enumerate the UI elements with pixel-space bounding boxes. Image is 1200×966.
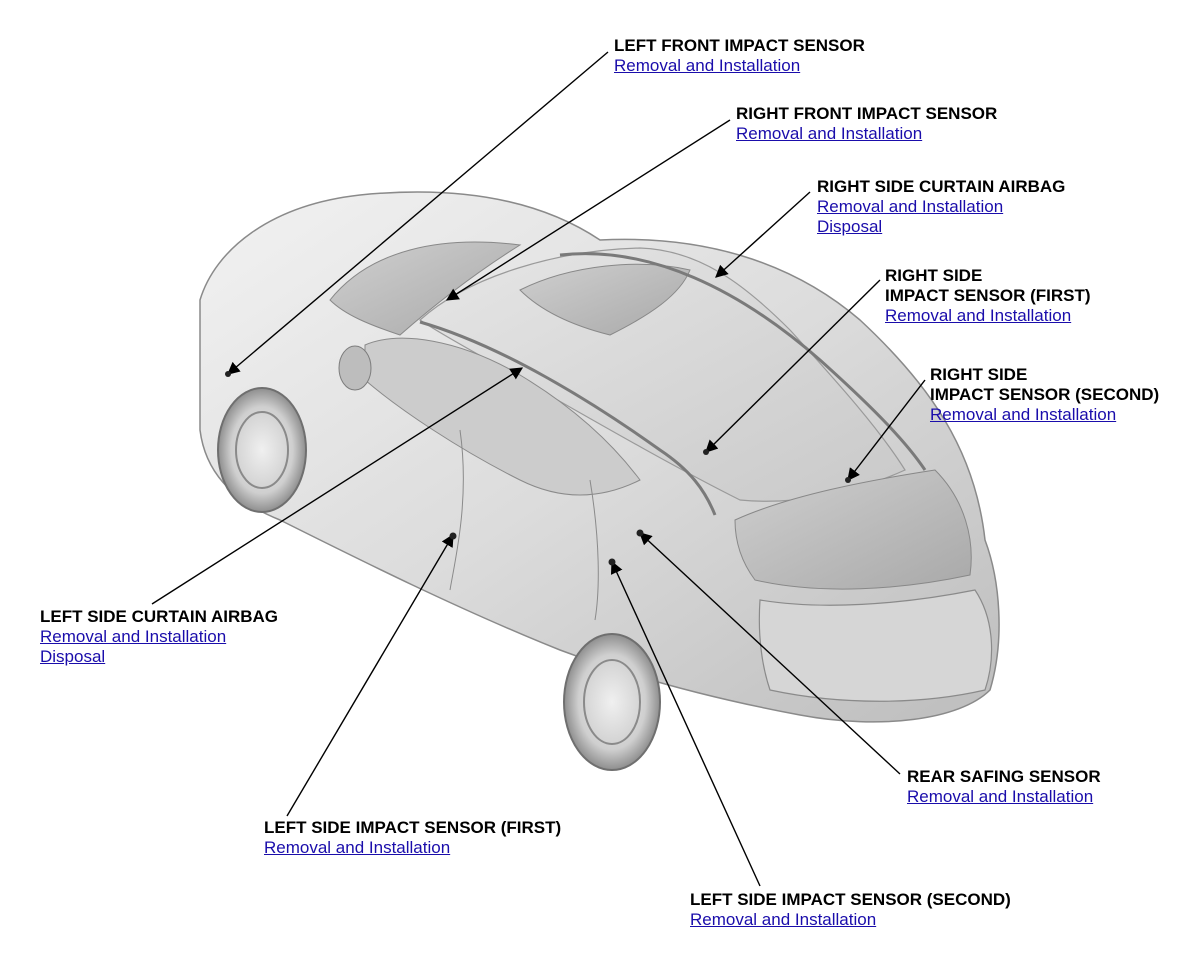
leader-left-side-second [610, 560, 761, 887]
car-body [199, 191, 1000, 723]
removal-installation-link[interactable]: Removal and Installation [885, 306, 1072, 325]
callout-right-side-impact-sensor-second: RIGHT SIDE IMPACT SENSOR (SECOND) Remova… [930, 365, 1159, 425]
leader-right-front [445, 119, 731, 301]
removal-installation-link[interactable]: Removal and Installation [264, 838, 451, 857]
leader-right-curtain [715, 191, 811, 278]
leader-rear-safing [639, 532, 901, 775]
removal-installation-link[interactable]: Removal and Installation [930, 405, 1117, 424]
callout-title: LEFT FRONT IMPACT SENSOR [614, 36, 865, 55]
callout-right-front-impact-sensor: RIGHT FRONT IMPACT SENSOR Removal and In… [736, 104, 997, 144]
disposal-link[interactable]: Disposal [40, 647, 106, 666]
removal-installation-link[interactable]: Removal and Installation [690, 910, 877, 929]
callout-title-line-1: RIGHT SIDE [930, 365, 1028, 384]
disposal-link[interactable]: Disposal [817, 217, 883, 236]
leader-right-side-second [847, 379, 926, 481]
callout-title-line-2: IMPACT SENSOR (SECOND) [930, 385, 1160, 404]
callout-right-side-impact-sensor-first: RIGHT SIDE IMPACT SENSOR (FIRST) Removal… [885, 266, 1091, 326]
rear-wheel [563, 633, 661, 771]
callout-rear-safing-sensor: REAR SAFING SENSOR Removal and Installat… [907, 767, 1101, 807]
leader-left-front [227, 51, 609, 375]
leader-lines [151, 51, 926, 887]
callout-left-front-impact-sensor: LEFT FRONT IMPACT SENSOR Removal and Ins… [614, 36, 865, 76]
removal-installation-link[interactable]: Removal and Installation [40, 627, 227, 646]
callout-title: RIGHT FRONT IMPACT SENSOR [736, 104, 998, 123]
callout-left-side-impact-sensor-second: LEFT SIDE IMPACT SENSOR (SECOND) Removal… [690, 890, 1011, 930]
callout-right-side-curtain-airbag: RIGHT SIDE CURTAIN AIRBAG Removal and In… [817, 177, 1065, 237]
removal-installation-link[interactable]: Removal and Installation [614, 56, 801, 75]
callout-title-line-1: RIGHT SIDE [885, 266, 983, 285]
leader-right-side-first [705, 279, 881, 453]
callout-title: LEFT SIDE CURTAIN AIRBAG [40, 607, 278, 626]
front-wheel [217, 387, 307, 513]
callout-left-side-impact-sensor-first: LEFT SIDE IMPACT SENSOR (FIRST) Removal … [264, 818, 561, 858]
callout-title: LEFT SIDE IMPACT SENSOR (FIRST) [264, 818, 562, 837]
sensor-markers [225, 371, 851, 566]
callout-title: LEFT SIDE IMPACT SENSOR (SECOND) [690, 890, 1011, 909]
removal-installation-link[interactable]: Removal and Installation [736, 124, 923, 143]
removal-installation-link[interactable]: Removal and Installation [907, 787, 1094, 806]
leader-left-curtain [151, 367, 524, 605]
callout-title: REAR SAFING SENSOR [907, 767, 1101, 786]
callout-title-line-2: IMPACT SENSOR (FIRST) [885, 286, 1091, 305]
callout-left-side-curtain-airbag: LEFT SIDE CURTAIN AIRBAG Removal and Ins… [40, 607, 278, 667]
leader-left-side-first [286, 533, 454, 817]
callout-title: RIGHT SIDE CURTAIN AIRBAG [817, 177, 1066, 196]
removal-installation-link[interactable]: Removal and Installation [817, 197, 1004, 216]
